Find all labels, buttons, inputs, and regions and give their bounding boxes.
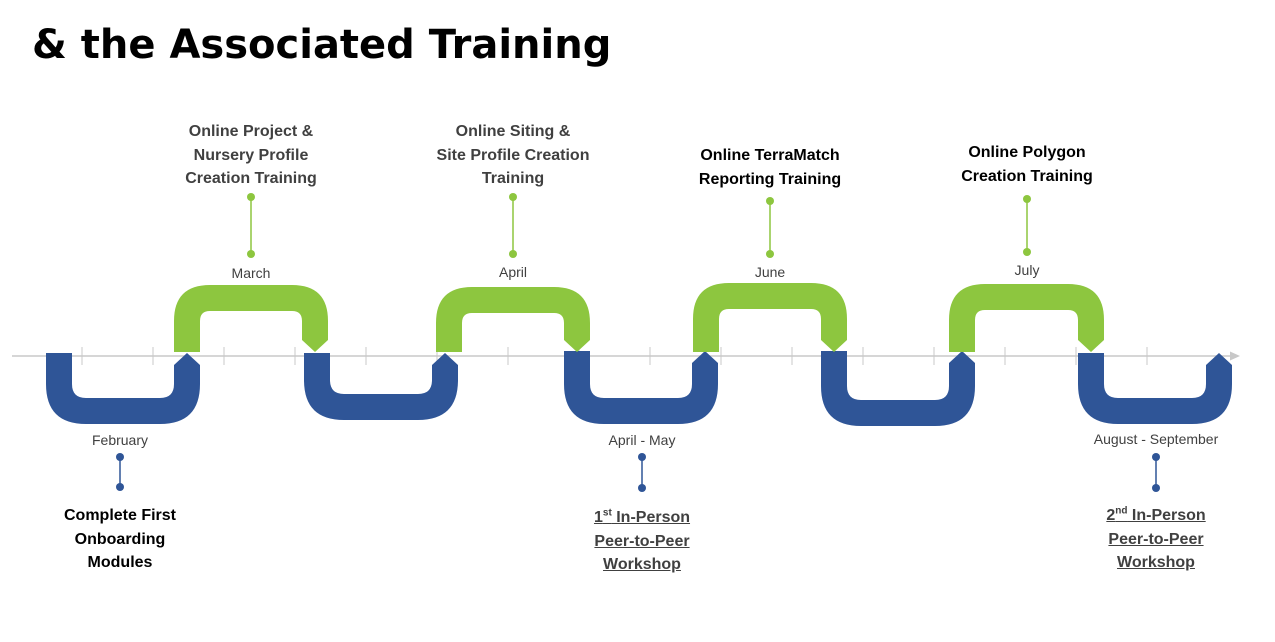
event-line: Nursery Profile	[193, 146, 309, 164]
event-connectors	[116, 193, 1160, 492]
page-title: & the Associated Training	[32, 22, 612, 68]
timeline-axis	[12, 351, 1240, 361]
event-siting-training: Online Siting & Site Profile Creation Tr…	[437, 120, 590, 191]
event-polygon-training: Online Polygon Creation Training	[961, 141, 1093, 188]
timeline-arcs	[46, 283, 1232, 426]
event-line: Peer-to-Peer	[1108, 530, 1204, 548]
connector-dot	[247, 250, 255, 258]
connector-dot	[1152, 453, 1160, 461]
blue-arc	[821, 351, 975, 426]
connector-dot	[638, 484, 646, 492]
green-arc	[174, 285, 328, 352]
connector-dot	[509, 250, 517, 258]
event-line: Modules	[87, 554, 153, 571]
blue-arc	[564, 351, 718, 424]
event-line: Site Profile Creation	[436, 146, 590, 164]
month-label-july: July	[1014, 262, 1040, 278]
month-label-april-may: April - May	[608, 432, 676, 448]
connector-dot	[1023, 195, 1031, 203]
event-line: 1st In-Person	[594, 506, 690, 530]
event-line: Creation Training	[961, 167, 1093, 185]
event-line: 2nd In-Person	[1106, 504, 1205, 528]
connector-dot	[766, 197, 774, 205]
event-project-nursery-training: Online Project & Nursery Profile Creatio…	[185, 120, 317, 191]
month-label-june: June	[754, 264, 786, 280]
month-label-april: April	[498, 264, 528, 280]
blue-arc	[304, 353, 458, 420]
event-workshop-2: 2nd In-Person Peer-to-Peer Workshop	[1106, 504, 1205, 575]
event-line: Reporting Training	[698, 170, 842, 188]
blue-arc	[1078, 353, 1232, 424]
connector-dot	[509, 193, 517, 201]
connector-dot	[638, 453, 646, 461]
ordinal-suffix: nd	[1115, 505, 1128, 517]
event-onboarding-modules: Complete First Onboarding Modules	[64, 504, 176, 575]
green-arc	[693, 283, 847, 352]
event-line: Training	[481, 170, 545, 187]
event-workshop-1: 1st In-Person Peer-to-Peer Workshop	[594, 506, 690, 577]
green-arc	[949, 284, 1104, 352]
event-line: Creation Training	[185, 170, 317, 187]
event-line: Online TerraMatch	[700, 147, 840, 164]
month-label-february: February	[91, 432, 149, 448]
green-arc	[436, 287, 590, 352]
event-reporting-training: Online TerraMatch Reporting Training	[699, 144, 841, 191]
connector-dot	[247, 193, 255, 201]
event-text: In-Person	[1127, 507, 1206, 524]
event-line: Workshop	[1117, 554, 1195, 571]
event-line: Workshop	[603, 556, 681, 573]
event-text: In-Person	[611, 509, 691, 526]
connector-dot	[766, 250, 774, 258]
ordinal-suffix: st	[602, 507, 612, 519]
month-label-march: March	[231, 265, 271, 281]
connector-dot	[116, 453, 124, 461]
ordinal: 2	[1106, 507, 1116, 524]
ordinal: 1	[593, 509, 603, 526]
month-label-aug-sep: August - September	[1093, 431, 1219, 447]
connector-dot	[1023, 248, 1031, 256]
connector-dot	[116, 483, 124, 491]
connector-dot	[1152, 484, 1160, 492]
event-line: Online Siting &	[455, 123, 571, 140]
event-line: Peer-to-Peer	[594, 532, 690, 550]
event-line: Online Project &	[188, 123, 314, 140]
event-line: Onboarding	[74, 530, 166, 548]
event-line: Online Polygon	[968, 144, 1086, 161]
event-line: Complete First	[63, 507, 177, 524]
blue-arc	[46, 353, 200, 424]
